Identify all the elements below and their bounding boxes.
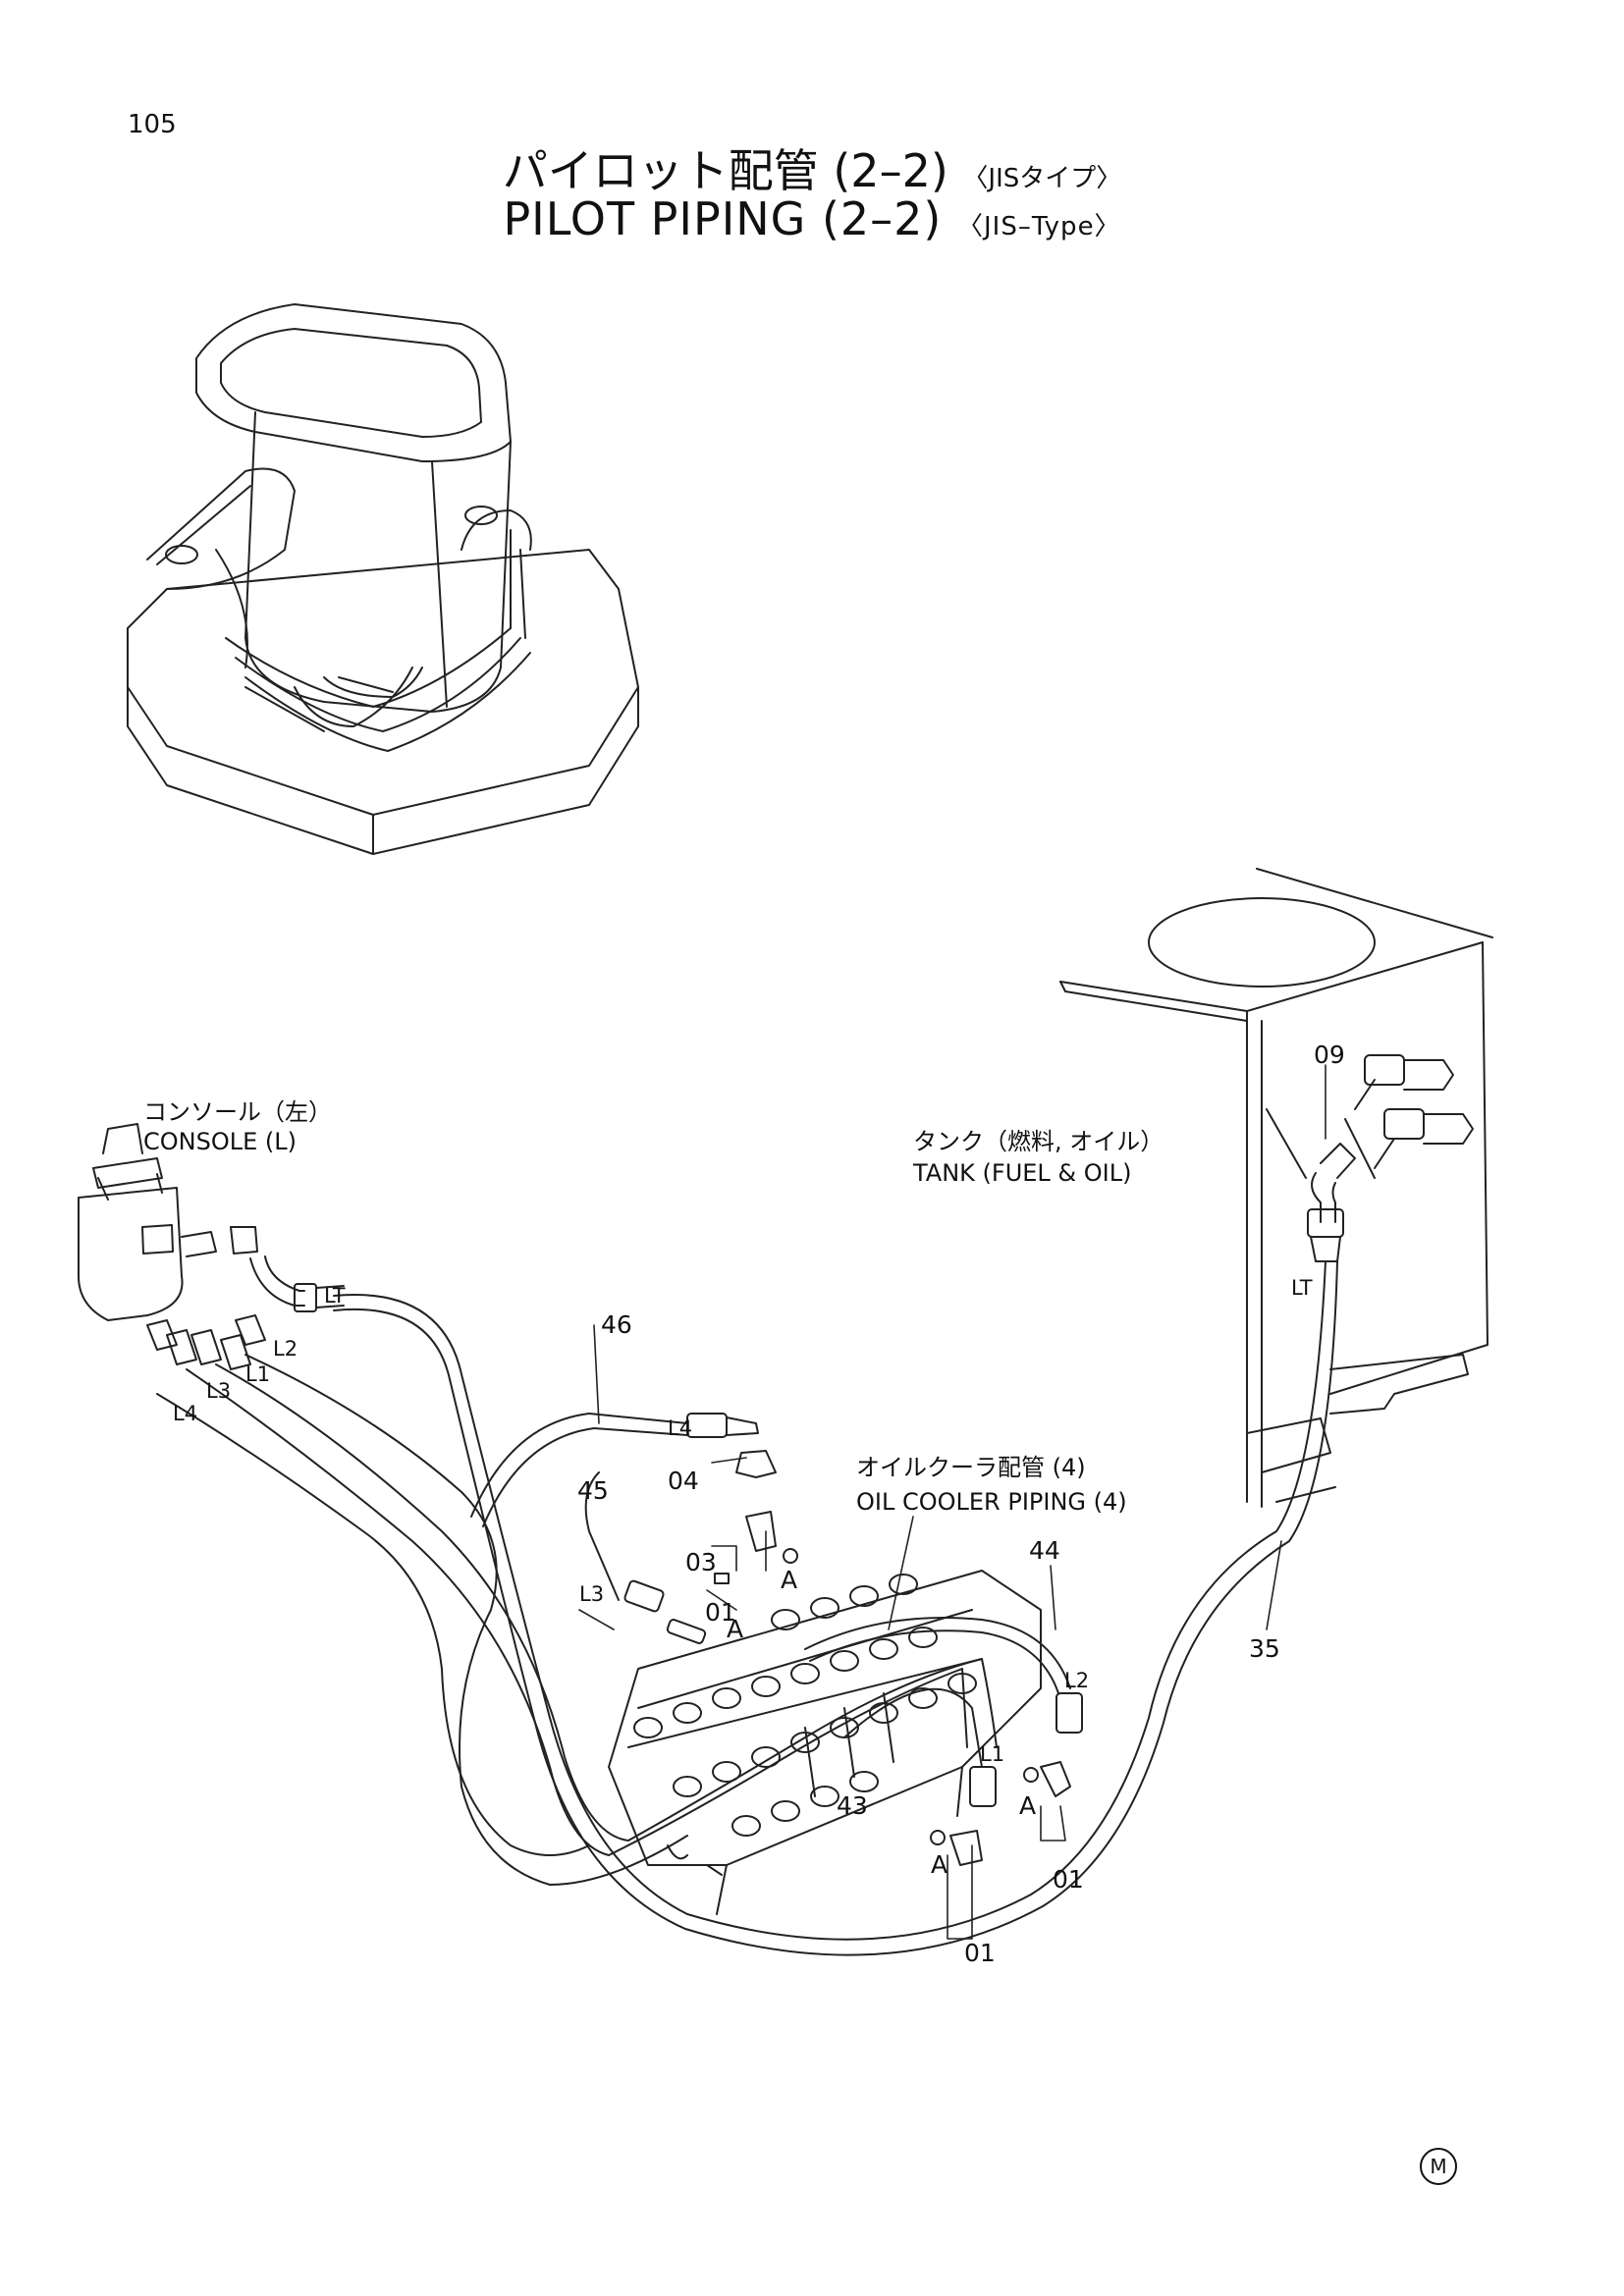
console-left-illustration — [78, 1123, 345, 1370]
title-jp-sub: 〈JISタイプ〉 — [962, 164, 1122, 193]
part-number-46: 46 — [601, 1310, 632, 1339]
tank-illustration — [1059, 868, 1493, 1508]
part-number-01-upper: 01 — [705, 1598, 736, 1627]
port-label-lt-console: LT — [324, 1284, 346, 1308]
part-number-43: 43 — [837, 1791, 868, 1820]
port-label-l4-console: L4 — [173, 1402, 198, 1425]
manufacturer-mark: M — [1420, 2148, 1457, 2185]
seat-assembly-illustration — [127, 303, 639, 855]
leader-lines — [578, 1064, 1326, 1940]
port-label-lt-tank: LT — [1291, 1276, 1313, 1300]
port-label-l2-valve: L2 — [1064, 1669, 1090, 1692]
part-number-04: 04 — [668, 1467, 699, 1495]
title-en-sub: 〈JIS–Type〉 — [957, 212, 1121, 241]
port-label-l2-console: L2 — [273, 1337, 298, 1361]
port-label-a-lower: A — [931, 1850, 948, 1879]
port-label-a-right: A — [1019, 1791, 1037, 1820]
control-valve-illustration — [608, 1570, 1042, 1915]
port-label-l4-valve: L4 — [668, 1416, 693, 1440]
oil-cooler-label-en: OIL COOLER PIPING (4) — [856, 1488, 1127, 1516]
console-label-jp: コンソール（左） — [143, 1098, 332, 1126]
pilot-hoses — [156, 1260, 1338, 1956]
title-jp-main: パイロット配管 (2–2) — [502, 144, 948, 197]
title-english: PILOT PIPING (2–2) 〈JIS–Type〉 — [0, 192, 1624, 245]
oil-cooler-label-jp: オイルクーラ配管 (4) — [856, 1454, 1086, 1481]
page-number: 105 — [128, 110, 177, 139]
fittings — [623, 1413, 1083, 1866]
part-number-09: 09 — [1314, 1041, 1345, 1069]
part-number-35: 35 — [1249, 1634, 1280, 1663]
part-number-45: 45 — [577, 1476, 609, 1505]
part-number-03: 03 — [685, 1548, 717, 1576]
tank-label-en: TANK (FUEL & OIL) — [913, 1159, 1132, 1187]
port-label-l3-valve: L3 — [579, 1582, 605, 1606]
port-label-l3-console: L3 — [206, 1379, 232, 1403]
part-number-01-right: 01 — [1053, 1865, 1084, 1894]
console-label-en: CONSOLE (L) — [143, 1128, 297, 1155]
port-label-a-mid: A — [727, 1615, 744, 1643]
port-label-l1-valve: L1 — [980, 1742, 1005, 1766]
part-number-01-lower: 01 — [964, 1939, 996, 1967]
part-number-44: 44 — [1029, 1536, 1060, 1565]
port-label-a-upper: A — [781, 1566, 798, 1594]
tank-label-jp: タンク（燃料, オイル） — [913, 1128, 1164, 1155]
title-japanese: パイロット配管 (2–2) 〈JISタイプ〉 — [0, 135, 1624, 200]
title-en-main: PILOT PIPING (2–2) — [503, 192, 943, 245]
port-label-l1-console: L1 — [245, 1362, 271, 1386]
